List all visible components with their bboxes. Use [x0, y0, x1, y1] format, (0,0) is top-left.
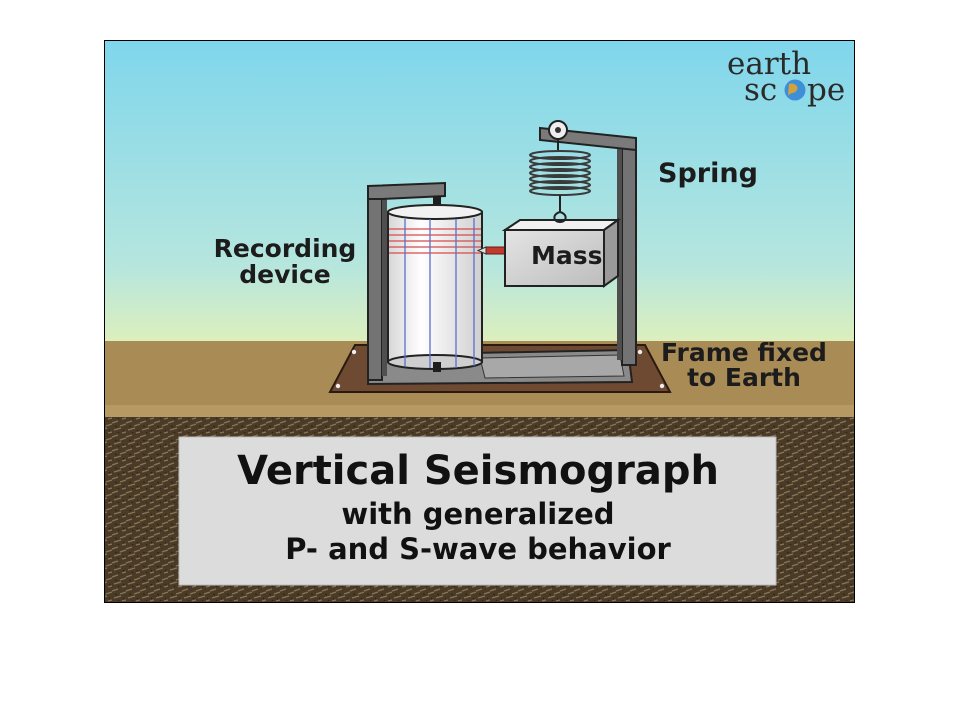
label-mass: Mass	[531, 241, 603, 270]
spring-assembly	[529, 120, 591, 224]
recording-drum	[387, 196, 483, 372]
label-spring: Spring	[658, 158, 758, 189]
mass-block	[501, 218, 622, 288]
label-frame-line2: to Earth	[687, 363, 801, 392]
label-recording-line1: Recording	[214, 234, 357, 263]
seismograph-frame	[366, 126, 637, 386]
caption-title: Vertical Seismograph	[237, 448, 719, 494]
svg-text:sc: sc	[744, 72, 777, 108]
caption-line2: with generalized	[341, 497, 614, 531]
label-frame-line1: Frame fixed	[661, 338, 827, 367]
svg-text:earth: earth	[727, 46, 811, 82]
caption-line3: P- and S-wave behavior	[285, 532, 671, 566]
caption-box: Vertical Seismograph with generalized P-…	[178, 436, 777, 586]
earthscope-logo: earth sc pe	[727, 46, 845, 108]
recording-pen	[476, 246, 507, 255]
svg-text:pe: pe	[807, 72, 845, 108]
label-recording-line2: device	[239, 260, 331, 289]
